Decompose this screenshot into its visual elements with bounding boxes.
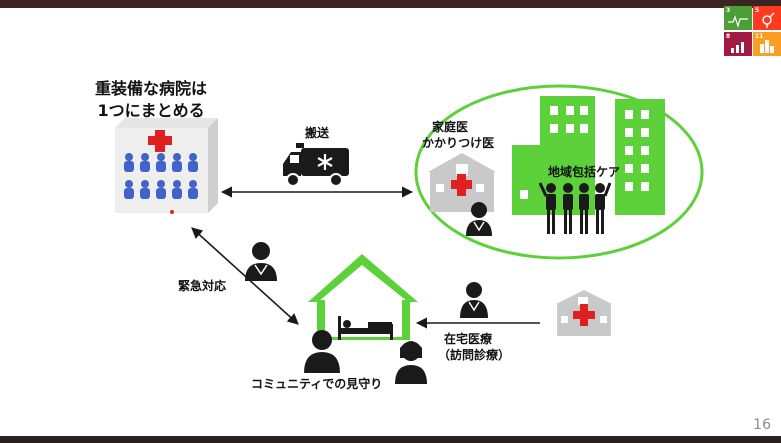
sdg-badge-number: 11 — [755, 33, 764, 40]
bottom-strip — [0, 436, 781, 443]
gender-icon — [762, 12, 775, 28]
community-watch-label: コミュニティでの見守り — [251, 377, 383, 391]
heartbeat-icon — [728, 15, 748, 29]
doctor-icon — [466, 202, 492, 236]
clinic-icon — [428, 153, 496, 212]
sdg-badge-number: 3 — [726, 7, 731, 14]
transport-label: 搬送 — [305, 126, 330, 140]
home-care-doctor-icon — [460, 282, 488, 318]
ambulance-icon — [283, 143, 349, 187]
emergency-doctor-icon — [245, 242, 277, 281]
family-member-icon — [304, 330, 340, 373]
sdg-badge-8: 8 — [724, 32, 752, 56]
community-care-label: 地域包括ケア — [548, 165, 621, 179]
big-hospital-icon — [115, 118, 218, 214]
slide-page — [0, 8, 781, 436]
city-icon — [760, 40, 774, 53]
community-people-icon — [538, 182, 612, 234]
caregiver-icon — [395, 341, 427, 384]
small-clinic-icon — [556, 290, 612, 336]
emergency-arrow — [191, 227, 299, 325]
home-care-label-1: 在宅医療 — [444, 332, 493, 346]
page-title: 重装備な病院は 1つにまとめる — [95, 78, 207, 122]
building-windows — [520, 106, 649, 199]
emergency-label: 緊急対応 — [178, 279, 227, 293]
top-strip — [0, 0, 781, 8]
sdg-badge-11: 11 — [753, 32, 781, 56]
sdg-badge-3: 3 — [724, 6, 752, 30]
family-doctor-label-1: 家庭医 — [432, 120, 469, 134]
sdg-badge-number: 8 — [726, 33, 731, 40]
home-care-label-2: （訪問診療） — [438, 348, 511, 362]
home-icon — [308, 254, 418, 340]
title-line-2: 1つにまとめる — [97, 101, 205, 120]
sdg-badge-5: 5 — [753, 6, 781, 30]
bed-icon — [338, 316, 393, 340]
community-care-oval — [414, 84, 704, 260]
sdg-badge-number: 5 — [755, 7, 760, 14]
growth-chart-icon — [731, 42, 744, 53]
family-doctor-label-2: かかりつけ医 — [422, 136, 495, 150]
title-line-1: 重装備な病院は — [95, 79, 208, 98]
patients-group-icon — [124, 153, 198, 199]
page-number: 16 — [753, 417, 771, 433]
